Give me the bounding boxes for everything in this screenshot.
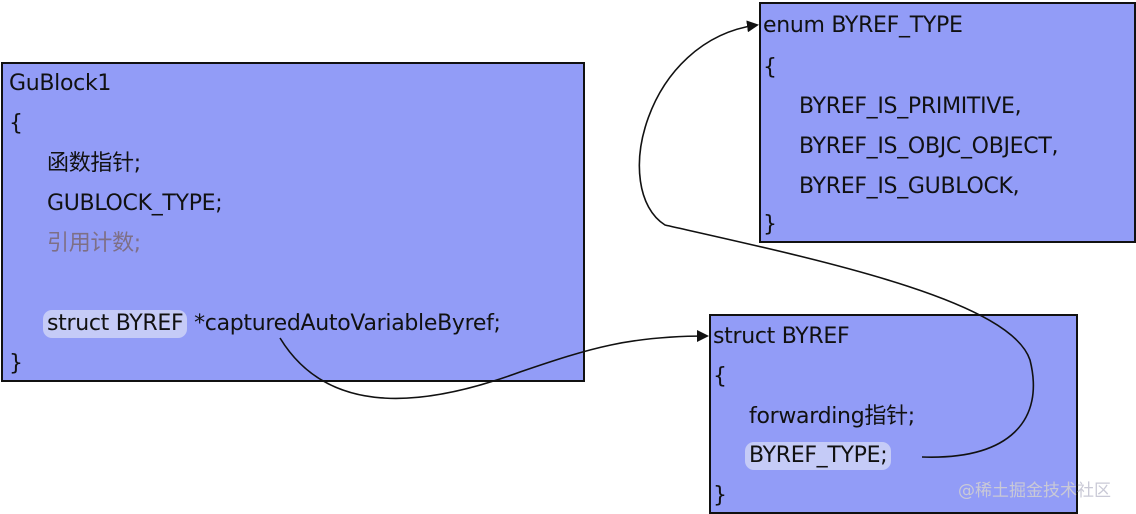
enum-byref-type-box: enum BYREF_TYPE { BYREF_IS_PRIMITIVE, BY… [759,2,1136,243]
byref-type-highlight: BYREF_TYPE; [745,442,892,470]
enum-value-gublock: BYREF_IS_GUBLOCK, [799,174,1020,199]
gublock-open-brace: { [9,111,23,136]
byref-field-forwarding: forwarding指针; [749,404,915,429]
enum-value-objc-object: BYREF_IS_OBJC_OBJECT, [799,134,1059,159]
gublock-field-type: GUBLOCK_TYPE; [47,191,223,216]
enum-close-brace: } [763,212,777,237]
byref-title: struct BYREF [713,324,850,349]
gublock-field-refcount: 引用计数; [47,231,141,256]
byref-close-brace: } [713,483,727,508]
gublock-struct-box: GuBlock1 { 函数指针; GUBLOCK_TYPE; 引用计数; str… [1,62,585,382]
gublock-field-byref-pointer: struct BYREF *capturedAutoVariableByref; [43,310,501,338]
gublock-field-function-pointer: 函数指针; [47,151,141,176]
watermark-text: @稀土掘金技术社区 [958,481,1111,501]
gublock-close-brace: } [9,351,23,376]
enum-open-brace: { [763,55,777,80]
struct-byref-highlight: struct BYREF [43,310,188,338]
byref-open-brace: { [713,364,727,389]
enum-title: enum BYREF_TYPE [763,13,963,38]
byref-field-type: BYREF_TYPE; [745,442,892,470]
captured-variable-name: *capturedAutoVariableByref; [187,311,501,336]
gublock-title: GuBlock1 [9,71,112,96]
enum-value-primitive: BYREF_IS_PRIMITIVE, [799,94,1022,119]
